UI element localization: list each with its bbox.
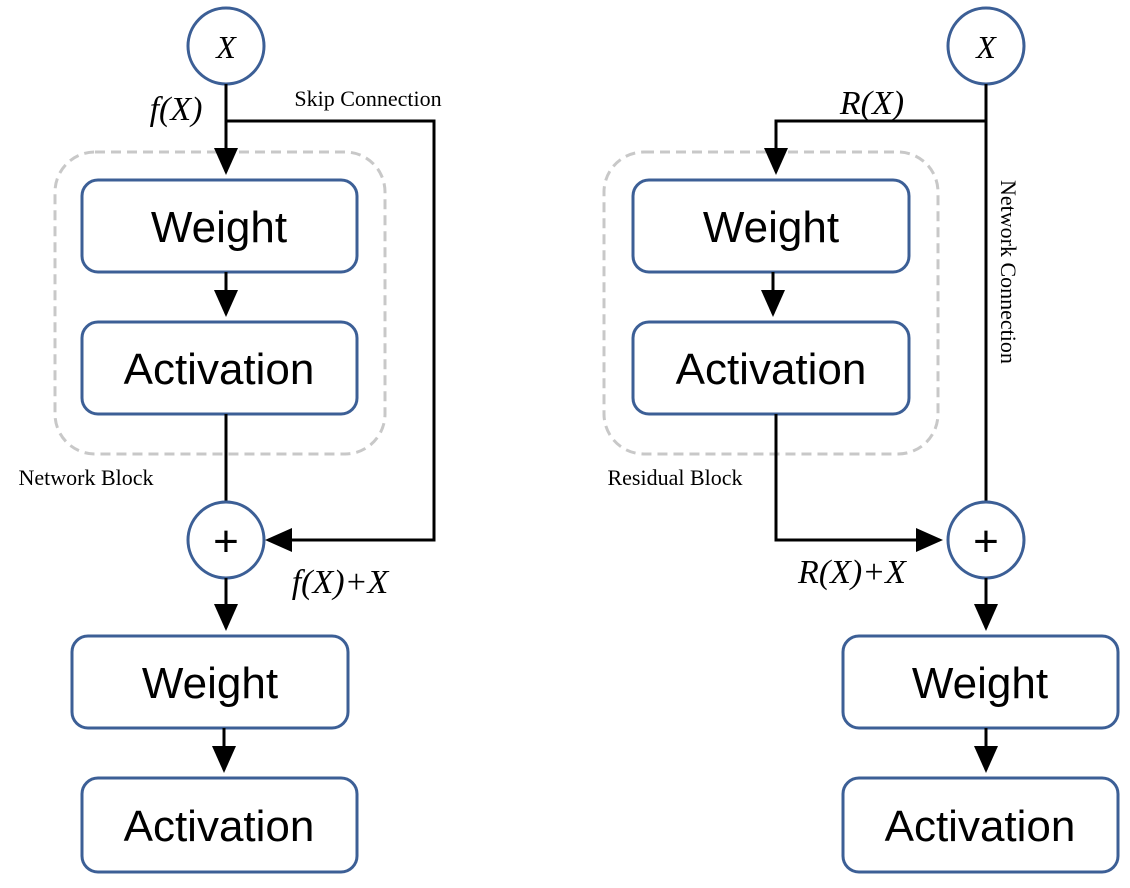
left-sum-label: f(X)+X — [292, 564, 390, 601]
right-block-activation-box — [631, 320, 911, 416]
right-input-label: X — [974, 29, 997, 65]
right-residual-to-add-path — [774, 414, 943, 552]
right-connection-label: Network Connection — [996, 180, 1021, 364]
left-block-activation-box — [80, 320, 359, 416]
right-sum-label: R(X)+X — [797, 554, 907, 591]
network-block-group — [53, 150, 387, 456]
left-block-weight-label: Weight — [151, 203, 287, 252]
left-out-activation-box — [80, 776, 359, 874]
left-block-activation-label: Activation — [124, 345, 315, 394]
right-out-weight-box — [841, 634, 1120, 730]
left-diagram: X f(X) Skip Connection Weight Activation… — [18, 6, 442, 874]
left-skip-path — [226, 119, 436, 552]
right-branch-path — [764, 119, 986, 175]
right-block-weight-box — [631, 178, 911, 274]
right-func-label: R(X) — [839, 85, 904, 122]
left-block-weight-box — [80, 178, 359, 274]
left-input-label: X — [214, 29, 237, 65]
right-add-symbol: + — [973, 517, 999, 566]
left-block-label: Network Block — [18, 465, 153, 490]
right-block-label: Residual Block — [607, 465, 742, 490]
right-out-activation-label: Activation — [885, 802, 1076, 851]
left-out-weight-box — [70, 634, 350, 730]
right-diagram: X R(X) Network Connection Weight Activat… — [602, 6, 1120, 874]
left-out-weight-label: Weight — [142, 659, 278, 708]
left-skip-label: Skip Connection — [294, 86, 441, 111]
right-block-weight-label: Weight — [703, 203, 839, 252]
right-out-weight-label: Weight — [912, 659, 1048, 708]
left-func-label: f(X) — [150, 91, 203, 128]
left-out-activation-label: Activation — [124, 802, 315, 851]
left-add-symbol: + — [213, 517, 239, 566]
residual-block-group — [602, 150, 940, 456]
right-out-activation-box — [841, 776, 1120, 874]
right-block-activation-label: Activation — [676, 345, 867, 394]
